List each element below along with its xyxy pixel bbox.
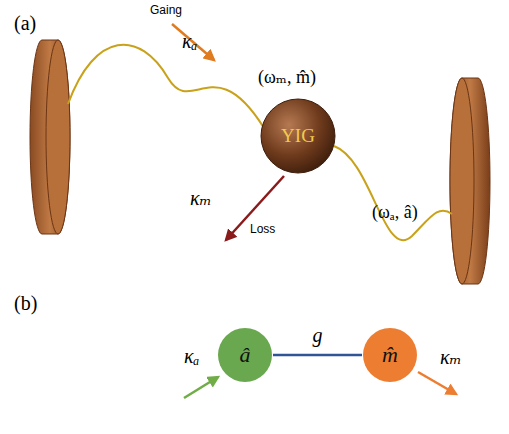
panel-label: (a)	[14, 12, 36, 35]
loss-label: Loss	[250, 222, 275, 236]
gain-arrow	[184, 377, 218, 398]
gain-arrow	[172, 24, 214, 60]
node-text: m̂	[382, 342, 398, 368]
yig-sphere: YIG	[260, 98, 336, 174]
cavity-field	[334, 146, 452, 240]
mode-label: (ωₘ, m̂)	[258, 66, 316, 88]
mirror-plate	[30, 40, 70, 234]
cavity-field	[68, 45, 264, 128]
panel-label: (b)	[14, 292, 37, 315]
decay-rate: κₘ	[440, 345, 462, 369]
decay-rate: κₘ	[190, 186, 212, 210]
decay-rate: κₐ	[182, 30, 197, 53]
magnon-mode: m̂	[362, 327, 418, 383]
coupling-line	[273, 354, 362, 357]
mode-label: (ωₐ, â)	[372, 202, 418, 223]
decay-rate: κₐ	[184, 345, 199, 368]
coupling-label: g	[313, 324, 323, 347]
loss-arrow	[226, 176, 284, 240]
circle-shape	[363, 328, 417, 382]
circle-shape	[218, 328, 272, 382]
node-text: YIG	[281, 125, 315, 147]
node-text: â	[240, 342, 251, 368]
photon-mode: â	[217, 327, 273, 383]
mirror-plate	[450, 78, 490, 284]
loss-arrow	[418, 372, 456, 394]
gain-label: Gaing	[150, 3, 182, 17]
sphere-shape	[261, 99, 335, 173]
